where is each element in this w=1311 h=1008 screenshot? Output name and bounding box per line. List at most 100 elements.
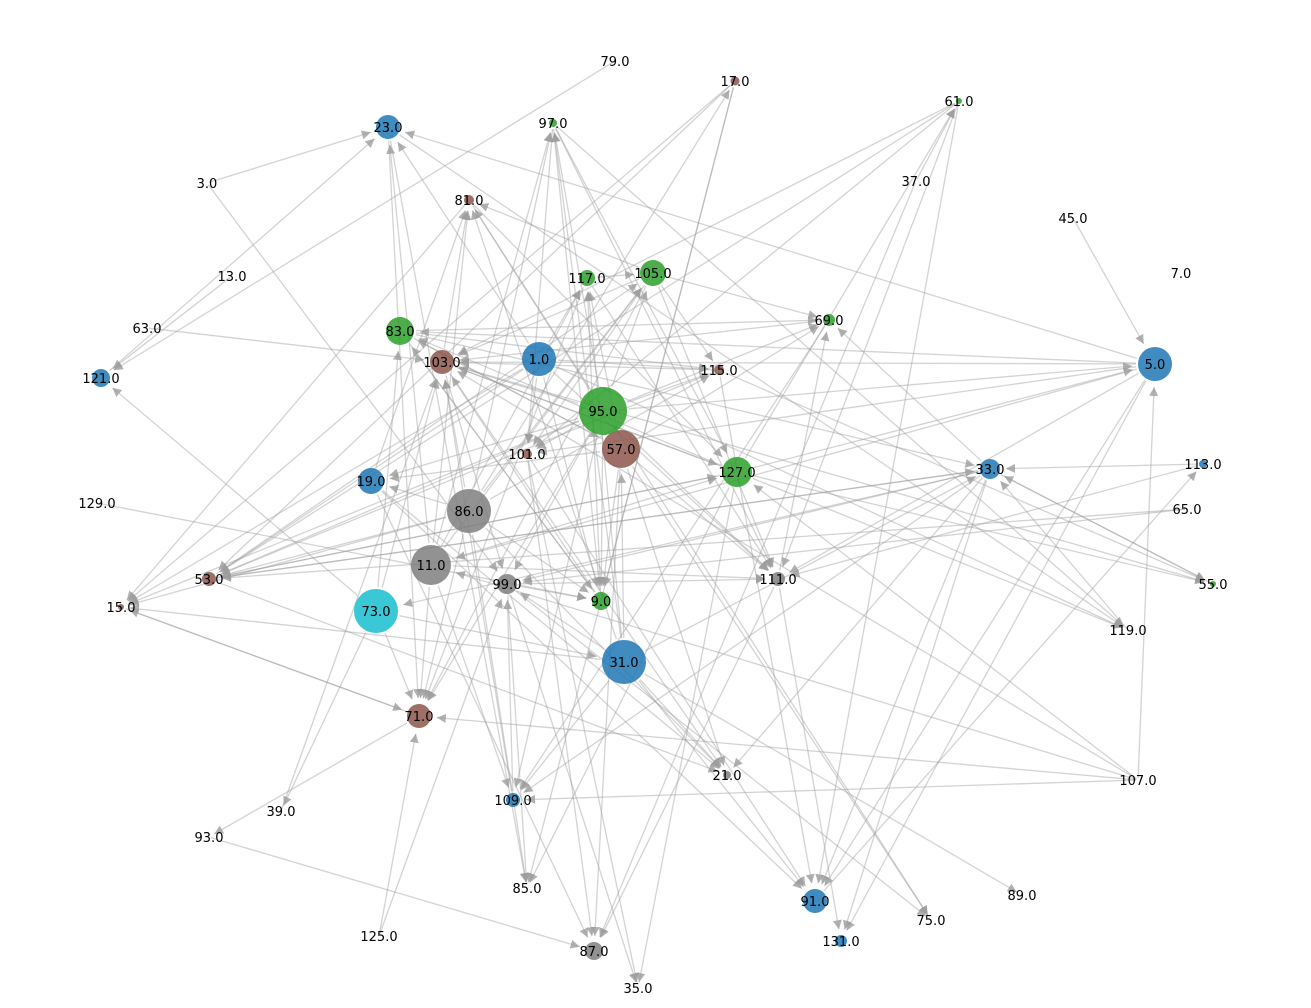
node-label-3.0: 3.0 xyxy=(197,177,218,192)
node-83.0[interactable] xyxy=(386,317,414,345)
edge-23.0-to-119.0 xyxy=(399,134,1124,628)
node-97.0[interactable] xyxy=(549,119,557,127)
node-label-13.0: 13.0 xyxy=(218,270,247,285)
node-5.0[interactable] xyxy=(1138,347,1172,381)
node-label-101.0: 101.0 xyxy=(508,448,545,463)
node-117.0[interactable] xyxy=(579,270,595,286)
node-label-61.0: 61.0 xyxy=(945,95,974,110)
node-103.0[interactable] xyxy=(430,350,454,374)
node-113.0[interactable] xyxy=(1199,460,1207,468)
node-label-17.0: 17.0 xyxy=(721,75,750,90)
node-21.0[interactable] xyxy=(723,771,731,779)
edge-5.0-to-91.0 xyxy=(824,379,1146,887)
edge-23.0-to-71.0 xyxy=(388,140,423,699)
edge-81.0-to-75.0 xyxy=(472,205,929,916)
edge-73.0-to-71.0 xyxy=(384,632,413,700)
edge-69.0-to-103.0 xyxy=(459,320,822,364)
node-label-99.0: 99.0 xyxy=(493,578,522,593)
edge-5.0-to-111.0 xyxy=(788,372,1139,574)
node-label-93.0: 93.0 xyxy=(195,831,224,846)
node-105.0[interactable] xyxy=(640,260,666,286)
node-71.0[interactable] xyxy=(407,704,431,728)
node-33.0[interactable] xyxy=(980,459,1000,479)
node-15.0[interactable] xyxy=(118,604,124,610)
edge-17.0-to-9.0 xyxy=(602,87,735,587)
edge-57.0-to-87.0 xyxy=(590,469,621,937)
node-11.0[interactable] xyxy=(411,545,451,585)
node-115.0[interactable] xyxy=(714,365,724,375)
node-23.0[interactable] xyxy=(376,115,400,139)
edge-105.0-to-103.0 xyxy=(458,278,640,356)
edge-5.0-to-131.0 xyxy=(846,380,1147,931)
node-label-23.0: 23.0 xyxy=(374,121,403,136)
node-label-127.0: 127.0 xyxy=(718,466,755,481)
node-label-33.0: 33.0 xyxy=(976,463,1005,478)
node-73.0[interactable] xyxy=(354,589,398,633)
node-label-115.0: 115.0 xyxy=(700,364,737,379)
edge-1.0-to-101.0 xyxy=(525,377,538,444)
edge-79.0-to-121.0 xyxy=(113,61,614,371)
edge-31.0-to-81.0 xyxy=(471,210,618,640)
edge-15.0-to-71.0 xyxy=(125,608,403,711)
edge-11.0-to-71.0 xyxy=(416,586,430,699)
node-label-117.0: 117.0 xyxy=(568,272,605,287)
node-57.0[interactable] xyxy=(602,430,640,468)
node-87.0[interactable] xyxy=(585,942,603,960)
edge-115.0-to-103.0 xyxy=(459,358,713,371)
node-17.0[interactable] xyxy=(730,76,740,86)
edge-39.0-to-103.0 xyxy=(281,378,438,810)
labels-layer: 1.03.05.07.09.011.013.015.017.019.021.02… xyxy=(78,55,1227,997)
edge-65.0-to-99.0 xyxy=(522,508,1186,586)
node-101.0[interactable] xyxy=(522,449,532,459)
edge-33.0-to-73.0 xyxy=(403,471,979,608)
edge-61.0-to-103.0 xyxy=(457,102,955,355)
edge-11.0-to-111.0 xyxy=(452,565,766,583)
edge-107.0-to-11.0 xyxy=(455,570,1137,781)
edge-125.0-to-71.0 xyxy=(378,733,419,935)
node-1.0[interactable] xyxy=(522,342,556,376)
edge-105.0-to-111.0 xyxy=(658,286,774,568)
edge-101.0-to-35.0 xyxy=(527,460,640,983)
edge-61.0-to-53.0 xyxy=(219,103,956,573)
node-95.0[interactable] xyxy=(579,387,627,435)
node-127.0[interactable] xyxy=(722,457,752,487)
node-111.0[interactable] xyxy=(771,572,785,586)
edge-103.0-to-99.0 xyxy=(445,375,505,569)
node-9.0[interactable] xyxy=(592,592,610,610)
edge-5.0-to-83.0 xyxy=(419,327,1137,364)
edge-95.0-to-15.0 xyxy=(129,420,580,605)
node-91.0[interactable] xyxy=(803,889,827,913)
edge-83.0-to-33.0 xyxy=(415,333,975,468)
edge-86.0-to-19.0 xyxy=(389,484,447,505)
edge-95.0-to-115.0 xyxy=(627,372,709,403)
node-53.0[interactable] xyxy=(202,572,216,586)
node-69.0[interactable] xyxy=(823,314,835,326)
edge-57.0-to-9.0 xyxy=(599,469,619,587)
node-label-113.0: 113.0 xyxy=(1184,458,1221,473)
node-81.0[interactable] xyxy=(464,195,474,205)
node-label-79.0: 79.0 xyxy=(601,55,630,70)
edge-33.0-to-53.0 xyxy=(221,470,979,581)
node-label-31.0: 31.0 xyxy=(610,656,639,671)
node-61.0[interactable] xyxy=(956,98,962,104)
node-31.0[interactable] xyxy=(602,640,646,684)
node-121.0[interactable] xyxy=(92,369,110,387)
node-label-35.0: 35.0 xyxy=(624,982,653,997)
node-131.0[interactable] xyxy=(835,935,847,947)
node-label-69.0: 69.0 xyxy=(815,314,844,329)
node-55.0[interactable] xyxy=(1210,581,1216,587)
edge-55.0-to-33.0 xyxy=(1003,475,1209,583)
edge-101.0-to-87.0 xyxy=(527,460,596,937)
node-86.0[interactable] xyxy=(447,489,491,533)
node-99.0[interactable] xyxy=(497,574,517,594)
edge-115.0-to-91.0 xyxy=(719,376,815,884)
edge-97.0-to-119.0 xyxy=(557,126,1124,627)
node-19.0[interactable] xyxy=(358,468,384,494)
node-109.0[interactable] xyxy=(506,793,520,807)
edge-99.0-to-75.0 xyxy=(515,590,927,917)
edge-3.0-to-23.0 xyxy=(208,130,371,184)
edge-107.0-to-71.0 xyxy=(436,713,1137,781)
edge-57.0-to-21.0 xyxy=(626,468,726,766)
edge-65.0-to-53.0 xyxy=(221,508,1186,582)
